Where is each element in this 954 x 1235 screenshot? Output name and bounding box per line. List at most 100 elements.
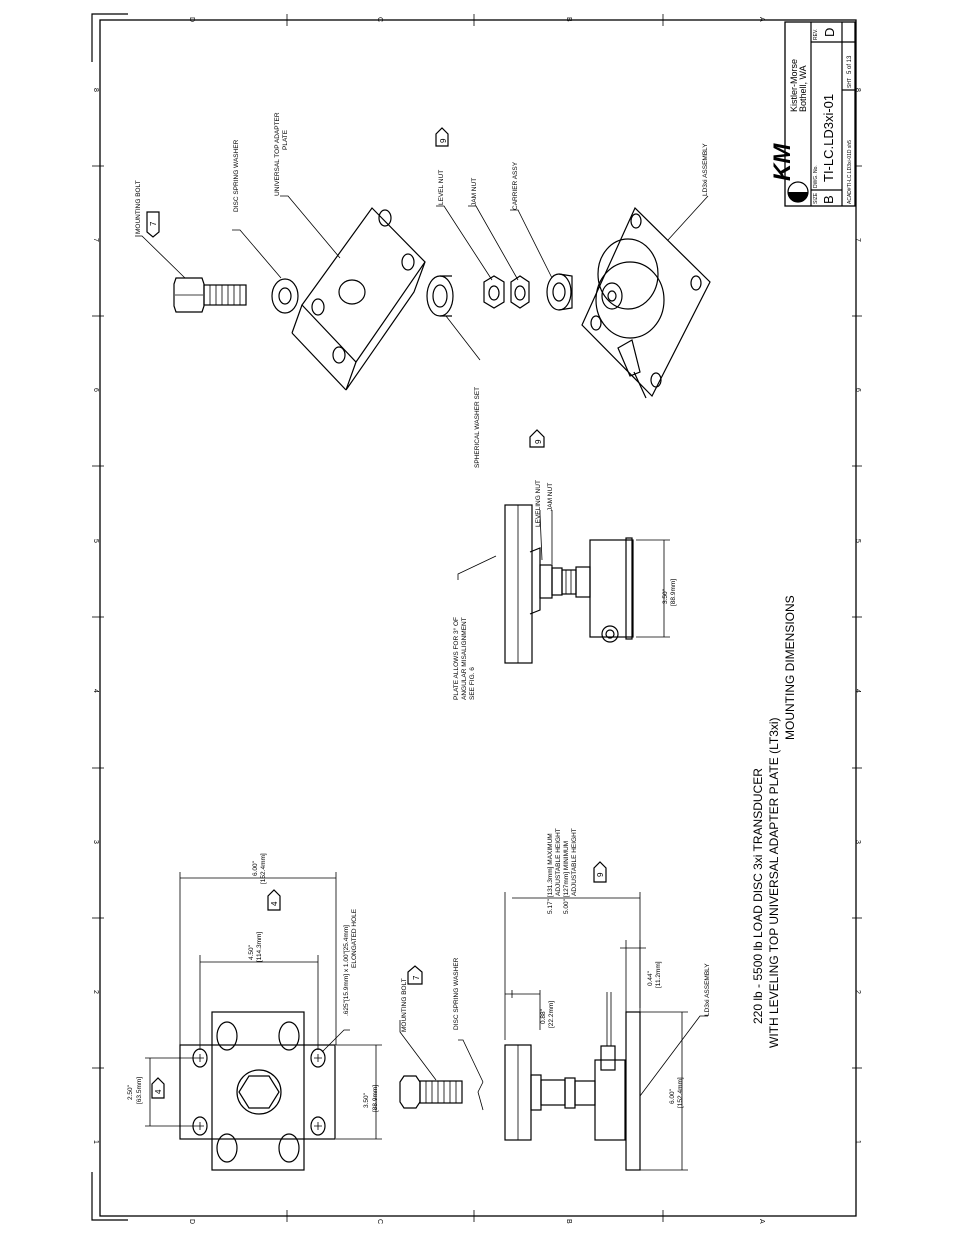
- zone-1-left: 1: [92, 1140, 99, 1144]
- zone-a-top: A: [758, 17, 765, 22]
- label-carrier-assy: CARRIER ASSY: [512, 161, 519, 210]
- elev-max-1: 5.17" [131.3mm] MAXIMUM: [547, 833, 554, 914]
- label-plan-mounting-bolt: MOUNTING BOLT: [401, 978, 408, 1032]
- sht-label: SHT: [847, 78, 853, 88]
- km-logo-text: KM: [769, 143, 796, 181]
- side-dim-350: 3.50": [662, 588, 669, 604]
- leader-ld3xi-assembly: [667, 195, 709, 241]
- elev-dim-044-mm: [11.2mm]: [655, 961, 662, 988]
- exploded-view: MOUNTING BOLT 7 DISC SPRING WASHER UNIVE…: [135, 112, 711, 468]
- exploded-ld3xi-assembly: [581, 206, 711, 399]
- zone-b-bottom: B: [565, 1219, 572, 1224]
- plate-note-1: PLATE ALLOWS FOR 3° OF: [452, 617, 460, 700]
- plan-dim-250-mm: [63.5mm]: [136, 1077, 143, 1104]
- plate-note-3: SEE FIG. 6: [469, 667, 476, 700]
- zone-6-left: 6: [92, 388, 99, 392]
- exploded-jam-nut: [510, 275, 530, 309]
- zone-6-right: 6: [854, 388, 861, 392]
- label-plan-disc-spring-washer: DISC SPRING WASHER: [453, 957, 460, 1030]
- zone-8-right: 8: [854, 88, 861, 92]
- zone-4-right: 4: [854, 689, 861, 693]
- plate-note-2: ANGULAR MISALIGNMENT: [461, 617, 468, 700]
- leader-exploded-bolt: [135, 235, 186, 279]
- slot-callout-1: .625"[15.9mm] x 1.00"[25.4mm]: [343, 925, 350, 1016]
- zone-c-top: C: [376, 17, 383, 22]
- exploded-spherical-washer: [426, 275, 454, 317]
- elev-dim-044: 0.44": [647, 970, 654, 986]
- elev-max-2: ADJUSTABLE HEIGHT: [555, 828, 562, 896]
- side-view: PLATE ALLOWS FOR 3° OF ANGULAR MISALIGNM…: [452, 429, 677, 700]
- zone-8-left: 8: [92, 88, 99, 92]
- label-exploded-ld3xi: LD3xi ASSEMBLY: [702, 143, 709, 196]
- zone-5-right: 5: [854, 539, 861, 543]
- label-exploded-jam-nut: JAM NUT: [471, 178, 478, 206]
- title-line-2: WITH LEVELING TOP UNIVERSAL ADAPTER PLAT…: [767, 717, 781, 1048]
- label-exploded-mounting-bolt: MOUNTING BOLT: [135, 180, 142, 234]
- plan-dim-350: 3.50": [363, 1092, 370, 1108]
- zone-b-top: B: [565, 17, 572, 22]
- leader-carrier-assy: [510, 209, 553, 279]
- label-top-plate-1: UNIVERSAL TOP ADAPTER: [274, 112, 281, 196]
- plan-view: 6.00" [152.4mm] 4 4.50" [114.3mm] .625"[…: [127, 853, 484, 1171]
- zone-2-right: 2: [854, 990, 861, 994]
- zone-a-bottom: A: [758, 1219, 765, 1224]
- leader-spherical-washer: [445, 315, 481, 361]
- plan-dim-600: 6.00": [252, 860, 259, 876]
- elev-dim-088: 0.88": [540, 1008, 547, 1024]
- label-side-jam-nut: JAM NUT: [547, 483, 554, 511]
- zone-2-left: 2: [92, 990, 99, 994]
- plan-mounting-bolt: [399, 1075, 463, 1109]
- elev-dim-088-mm: [22.2mm]: [548, 1001, 555, 1028]
- zone-3-right: 3: [854, 840, 861, 844]
- elevation-view: 5.17" [131.3mm] MAXIMUM ADJUSTABLE HEIGH…: [504, 828, 711, 1171]
- exploded-top-adapter-plate: [291, 207, 426, 391]
- label-top-plate-2: PLATE: [282, 129, 289, 150]
- leader-jam-nut: [468, 205, 519, 281]
- dwg-value: TI-LC.LD3xi-01: [821, 94, 836, 182]
- title-block: KM Kistler-Morse Bothell, WA SIZE B DWG.…: [769, 21, 856, 207]
- rev-label: REV.: [813, 29, 819, 40]
- elev-dim-600-mm: [152.4mm]: [677, 1077, 684, 1108]
- zone-d-top: D: [188, 17, 195, 22]
- zone-3-left: 3: [92, 840, 99, 844]
- company-line-1: Kistler-Morse: [789, 59, 799, 112]
- km-logo: KM: [769, 143, 809, 203]
- exploded-carrier-assy: [546, 273, 573, 311]
- exploded-mounting-bolt: [173, 277, 247, 313]
- leader-exploded-plate: [280, 195, 341, 259]
- label-spherical-washer: SPHERICAL WASHER SET: [474, 387, 481, 468]
- zone-1-right: 1: [854, 1140, 861, 1144]
- zone-7-right: 7: [854, 238, 861, 242]
- flag-level-nut: 9: [439, 138, 448, 143]
- title-line-3: MOUNTING DIMENSIONS: [783, 595, 797, 740]
- label-exploded-disc-spring-washer: DISC SPRING WASHER: [233, 139, 240, 212]
- sht-value: 5 of 13: [847, 55, 853, 74]
- flag-exploded-bolt: 7: [149, 221, 158, 226]
- acad-value: TI-LC.LD3xi-01D sh5: [847, 140, 853, 187]
- plan-dim-250: 2.50": [127, 1084, 134, 1100]
- rev-value: D: [822, 28, 837, 37]
- exploded-disc-spring-washer: [271, 278, 299, 314]
- flag-plan-bolt: 7: [412, 975, 421, 980]
- title-line-1: 220 lb - 5500 lb LOAD DISC 3xi TRANSDUCE…: [751, 768, 765, 1024]
- zone-7-left: 7: [92, 238, 99, 242]
- leader-exploded-disc-washer: [232, 229, 282, 279]
- size-label: SIZE: [813, 192, 819, 204]
- size-value: B: [821, 195, 836, 204]
- zone-5-left: 5: [92, 539, 99, 543]
- flag-plan-4a: 4: [270, 901, 279, 906]
- company-line-2: Bothell, WA: [798, 65, 808, 112]
- dwg-label: DWG. No.: [813, 165, 819, 188]
- flag-elevation: 9: [596, 872, 605, 877]
- plan-dim-600-mm: [152.4mm]: [260, 853, 267, 884]
- exploded-level-nut: [483, 275, 505, 309]
- label-level-nut: LEVEL NUT: [438, 170, 445, 205]
- plan-dim-350-mm: [88.9mm]: [372, 1085, 379, 1112]
- slot-callout-2: ELONGATED HOLE: [351, 908, 358, 968]
- plan-dim-450-mm: [114.3mm]: [256, 932, 263, 962]
- leader-level-nut: [436, 205, 493, 281]
- zone-c-bottom: C: [376, 1219, 383, 1224]
- zone-markers-numbers: 8 7 6 5 4 3 2 1 8 7 6 5 4 3 2 1: [92, 88, 862, 1144]
- side-dim-350-mm: [88.9mm]: [670, 579, 677, 606]
